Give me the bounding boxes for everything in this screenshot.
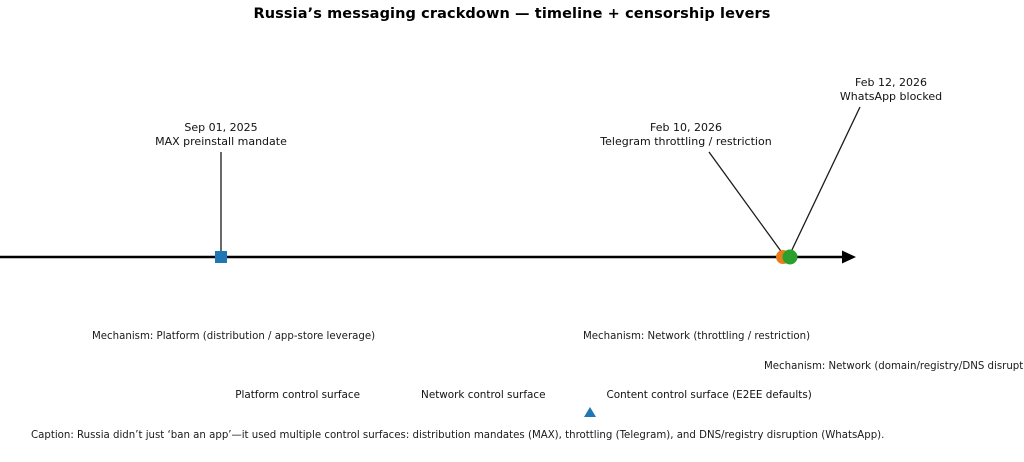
figure-caption: Caption: Russia didn’t just ‘ban an app’…: [31, 430, 885, 441]
annotation-date: Sep 01, 2025: [184, 121, 258, 134]
legend-label: Content control surface (E2EE defaults): [606, 389, 812, 401]
annotation-description: WhatsApp blocked: [839, 90, 943, 104]
annotation-date: Feb 10, 2026: [650, 121, 722, 134]
mechanism-label-network-dns: Mechanism: Network (domain/registry/DNS …: [764, 361, 1024, 372]
mechanism-label-network-throttling: Mechanism: Network (throttling / restric…: [583, 331, 811, 342]
mechanism-label-platform: Mechanism: Platform (distribution / app-…: [92, 331, 376, 342]
legend-item-content[interactable]: Content control surface (E2EE defaults): [583, 388, 812, 417]
legend-label: Platform control surface: [235, 389, 361, 401]
legend-label: Network control surface: [421, 389, 546, 401]
legend: Platform control surface Network control…: [0, 388, 1024, 417]
annotation-description: Telegram throttling / restriction: [600, 135, 772, 149]
legend-item-network[interactable]: Network control surface: [398, 388, 545, 402]
triangle-marker-icon: [583, 388, 597, 417]
event-marker-platform-max[interactable]: [215, 251, 227, 263]
annotation-event-3: Feb 12, 2026 WhatsApp blocked: [811, 76, 971, 104]
annotation-date: Feb 12, 2026: [855, 76, 927, 89]
leader-line-event-3: [789, 106, 861, 255]
page-title: Russia’s messaging crackdown — timeline …: [253, 6, 771, 22]
leader-line-event-2: [708, 151, 784, 255]
annotation-event-1: Sep 01, 2025 MAX preinstall mandate: [131, 121, 311, 149]
square-marker-icon: [212, 388, 226, 402]
timeline-axis: [0, 250, 856, 264]
event-marker-network-whatsapp[interactable]: [782, 249, 798, 265]
annotation-description: MAX preinstall mandate: [155, 135, 287, 149]
annotation-event-2: Feb 10, 2026 Telegram throttling / restr…: [576, 121, 796, 149]
legend-item-platform[interactable]: Platform control surface: [212, 388, 360, 402]
circle-marker-icon: [398, 388, 412, 402]
